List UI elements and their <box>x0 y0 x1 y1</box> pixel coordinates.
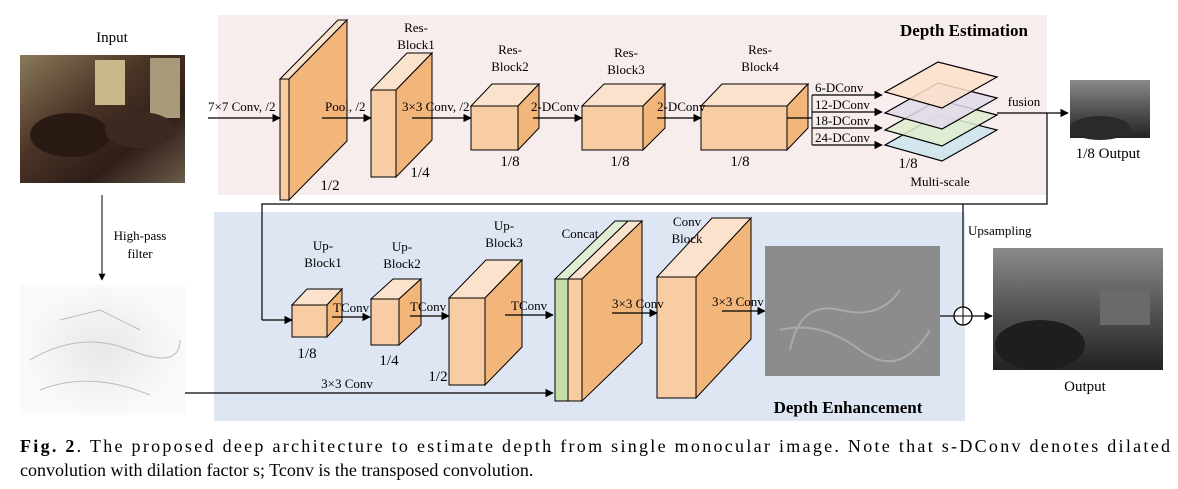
encoder-arrow-label-1: 7×7 Conv, /2 <box>208 99 276 114</box>
caption-line-1: . The proposed deep architecture to esti… <box>77 436 1170 456</box>
decoder-arrow-label-5: 3×3 Conv <box>712 294 764 309</box>
figure-number: Fig. 2 <box>20 436 74 456</box>
encoder-block-1 <box>278 18 349 202</box>
encoder-block-5 <box>699 82 810 152</box>
fusion-label: fusion <box>1008 94 1041 109</box>
final-output-image <box>993 248 1163 370</box>
decoder-name-4: Concat <box>562 226 599 241</box>
decoder-scale-3: 1/2 <box>428 369 447 385</box>
encoder-name-2-b: Block1 <box>397 37 435 52</box>
multi-scale-planes <box>883 61 999 162</box>
encoder-block-4 <box>580 82 667 152</box>
encoder-arrow-label-2: Pool, /2 <box>325 99 365 114</box>
scale-plane-1 <box>883 61 999 109</box>
decoder-name-5: Conv <box>673 214 702 229</box>
encoder-name-4-b: Block3 <box>607 62 645 77</box>
decoder-block-4 <box>566 219 644 403</box>
decoder-name-1-b: Block1 <box>304 255 342 270</box>
caption: Fig. 2. The proposed deep architecture t… <box>20 436 1170 480</box>
decoder-name-2-b: Block2 <box>383 256 421 271</box>
decoder-arrow-label-2: TConv <box>410 299 447 314</box>
multiscale-scale: 1/8 <box>898 156 917 172</box>
decoder-block-2 <box>369 277 423 347</box>
encoder-arrow-label-3: 3×3 Conv, /2 <box>402 99 470 114</box>
caption-line-2: convolution with dilation factor s; Tcon… <box>20 460 533 480</box>
encoder-name-2: Res- <box>404 20 428 35</box>
encoder-scale-2: 1/4 <box>410 165 430 181</box>
decoder-arrow-label-4: 3×3 Conv <box>612 296 664 311</box>
decoder-name-3-b: Block3 <box>485 235 523 250</box>
input-image <box>20 55 185 183</box>
multiscale-label: Multi-scale <box>910 174 969 189</box>
depth-estimation-title: Depth Estimation <box>900 21 1029 40</box>
filter-label: filter <box>127 246 153 261</box>
low-res-output-image <box>1070 80 1150 140</box>
encoder-block-2 <box>369 51 434 179</box>
decoder-block-5 <box>655 216 753 400</box>
decoder-name-3: Up- <box>494 218 514 233</box>
dconv-label-2: 12-DConv <box>815 97 870 112</box>
decoder-block-3 <box>447 258 524 387</box>
encoder-scale-4: 1/8 <box>610 154 629 170</box>
final-output-label: Output <box>1064 379 1107 395</box>
upsampling-label: Upsampling <box>968 223 1032 238</box>
sum-operator <box>953 306 973 326</box>
low-res-output-label: 1/8 Output <box>1076 146 1141 162</box>
dconv-label-3: 18-DConv <box>815 113 870 128</box>
residual-image <box>765 246 940 376</box>
skip-label: 3×3 Conv <box>321 376 373 391</box>
dconv-label-4: 24-DConv <box>815 130 870 145</box>
encoder-name-5: Res- <box>748 42 772 57</box>
encoder-scale-1: 1/2 <box>320 178 339 194</box>
high-pass-label: High-pass <box>114 228 167 243</box>
encoder-name-3: Res- <box>498 42 522 57</box>
decoder-name-5-b: Block <box>671 231 703 246</box>
dconv-label-1: 6-DConv <box>815 80 864 95</box>
upsample-path <box>261 113 1048 320</box>
depth-enhancement-title: Depth Enhancement <box>774 398 923 417</box>
input-label: Input <box>96 30 128 46</box>
encoder-block-3 <box>469 82 541 152</box>
decoder-name-2: Up- <box>392 239 412 254</box>
decoder-name-1: Up- <box>313 238 333 253</box>
decoder-scale-2: 1/4 <box>379 353 399 369</box>
edge-image <box>20 285 185 415</box>
decoder-scale-1: 1/8 <box>297 346 316 362</box>
encoder-arrow-label-4: 2-DConv <box>531 99 580 114</box>
svg-text:Fig. 2. The proposed deep arch: Fig. 2. The proposed deep architecture t… <box>20 436 1170 456</box>
encoder-arrow-label-5: 2-DConv <box>657 99 706 114</box>
decoder-block-1 <box>290 287 344 339</box>
decoder-arrow-label-3: TConv <box>511 298 548 313</box>
encoder-name-5-b: Block4 <box>741 59 779 74</box>
concat-green-layer <box>554 278 569 402</box>
encoder-scale-5: 1/8 <box>730 154 749 170</box>
encoder-scale-3: 1/8 <box>500 154 519 170</box>
encoder-name-4: Res- <box>614 45 638 60</box>
decoder-arrow-label-1: TConv <box>333 300 370 315</box>
encoder-name-3-b: Block2 <box>491 59 529 74</box>
